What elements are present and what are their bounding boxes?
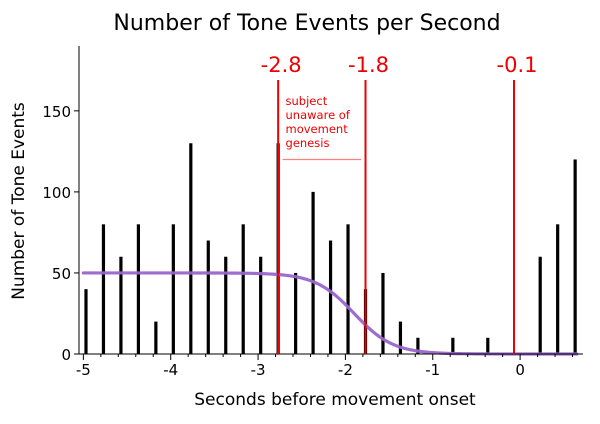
bar-21: [486, 337, 490, 354]
bar-9: [241, 224, 245, 354]
bar-1: [101, 224, 106, 354]
marker-label-2: -0.1: [497, 53, 538, 77]
y-tick-label-3: 150: [42, 103, 71, 121]
bar-20: [451, 337, 455, 354]
bar-22: [538, 256, 542, 354]
markers-layer: -2.8 -1.8 -0.1: [261, 53, 538, 354]
bar-4: [154, 321, 158, 354]
bars-layer: [84, 143, 577, 354]
x-tick-label-3: -2: [338, 361, 353, 379]
bar-18: [398, 321, 403, 354]
y-axis-label: Number of Tone Events: [9, 102, 29, 300]
bar-3: [136, 224, 140, 354]
annotation-line-2: movement: [286, 122, 349, 136]
annotation-line-0: subject: [286, 94, 328, 108]
y-tick-label-2: 100: [42, 184, 71, 202]
bar-6: [189, 143, 193, 354]
y-tick-label-0: 0: [61, 346, 71, 364]
chart-title: Number of Tone Events per Second: [113, 11, 500, 36]
bar-24: [573, 159, 577, 354]
bar-5: [171, 224, 175, 354]
marker-label-1: -1.8: [348, 53, 389, 77]
annotation-line-3: genesis: [286, 136, 330, 150]
x-tick-label-0: -5: [76, 361, 91, 379]
bar-14: [328, 240, 333, 354]
x-tick-label-1: -4: [163, 361, 178, 379]
x-tick-label-2: -3: [251, 361, 266, 379]
x-tick-label-5: 0: [515, 361, 525, 379]
bar-23: [556, 224, 560, 354]
bar-15: [346, 224, 350, 354]
y-tick-label-1: 50: [52, 265, 71, 283]
x-tick-label-4: -1: [425, 361, 440, 379]
annotation-line-1: unaware of: [286, 108, 351, 122]
bar-12: [294, 272, 298, 354]
bar-7: [206, 240, 210, 354]
axes-layer: 0 50 100 150 -5 -4 -3 -2 -1 0: [42, 46, 583, 379]
bar-13: [311, 191, 315, 354]
bar-8: [224, 256, 228, 354]
bar-19: [416, 337, 420, 354]
bar-0: [84, 289, 88, 354]
bar-2: [119, 256, 123, 354]
marker-label-0: -2.8: [261, 53, 302, 77]
bar-10: [259, 256, 263, 354]
x-axis-label: Seconds before movement onset: [194, 390, 476, 410]
bar-17: [381, 272, 385, 354]
